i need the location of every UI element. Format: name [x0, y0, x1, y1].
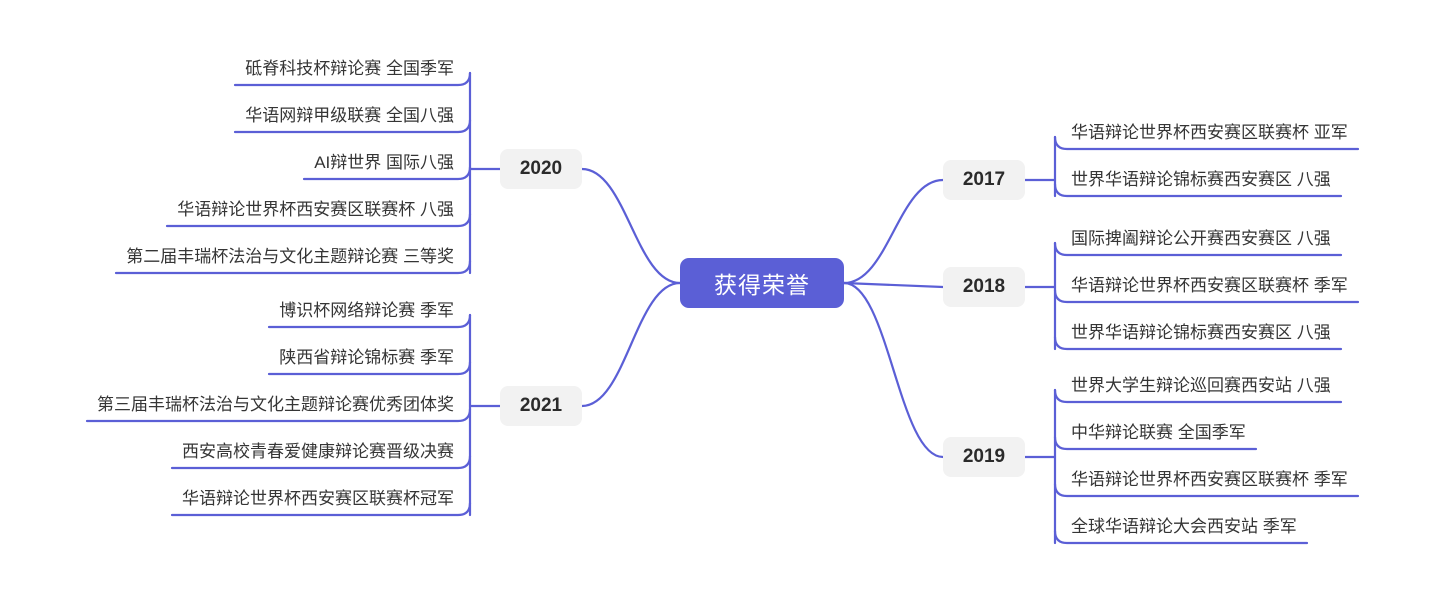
root-node-label: 获得荣誉	[714, 272, 810, 298]
leaf-label[interactable]: 华语辩论世界杯西安赛区联赛杯 季军	[1071, 276, 1348, 295]
root-node[interactable]: 获得荣誉	[680, 258, 844, 308]
connector-root-to-2020	[580, 167, 682, 285]
connector-root-to-2018	[842, 281, 945, 289]
leaf-label[interactable]: 华语网辩甲级联赛 全国八强	[245, 106, 454, 125]
leaf-label[interactable]: 华语辩论世界杯西安赛区联赛杯冠军	[182, 489, 454, 508]
year-badge-label: 2020	[519, 158, 563, 179]
leaf-label[interactable]: 中华辩论联赛 全国季军	[1071, 423, 1246, 442]
leaf-label[interactable]: 全球华语辩论大会西安站 季军	[1071, 517, 1297, 536]
leaf-label[interactable]: 第二届丰瑞杯法治与文化主题辩论赛 三等奖	[126, 247, 454, 266]
leaf-label[interactable]: 华语辩论世界杯西安赛区联赛杯 季军	[1071, 470, 1348, 489]
year-badge-2018[interactable]: 2018	[943, 267, 1025, 307]
connector-root-to-2017	[842, 178, 945, 285]
leaf-label[interactable]: 华语辩论世界杯西安赛区联赛杯 亚军	[1071, 123, 1348, 142]
leaf-label[interactable]: AI辩世界 国际八强	[314, 153, 454, 172]
connector-root-to-2019	[842, 281, 945, 459]
year-badge-label: 2019	[962, 446, 1006, 467]
leaf-label[interactable]: 西安高校青春爱健康辩论赛晋级决赛	[182, 442, 454, 461]
leaf-label[interactable]: 世界华语辩论锦标赛西安赛区 八强	[1071, 170, 1331, 189]
leaf-label[interactable]: 华语辩论世界杯西安赛区联赛杯 八强	[177, 200, 454, 219]
year-badge-label: 2021	[519, 395, 563, 416]
year-badge-2020[interactable]: 2020	[500, 149, 582, 189]
year-badge-2021[interactable]: 2021	[500, 386, 582, 426]
leaf-label[interactable]: 世界大学生辩论巡回赛西安站 八强	[1071, 376, 1331, 395]
year-badge-2019[interactable]: 2019	[943, 437, 1025, 477]
year-badge-2017[interactable]: 2017	[943, 160, 1025, 200]
leaf-label[interactable]: 第三届丰瑞杯法治与文化主题辩论赛优秀团体奖	[97, 395, 454, 414]
leaf-label[interactable]: 博识杯网络辩论赛 季军	[279, 301, 454, 320]
year-badge-label: 2018	[962, 276, 1006, 297]
leaf-label[interactable]: 砥脊科技杯辩论赛 全国季军	[245, 59, 454, 78]
leaf-label[interactable]: 陕西省辩论锦标赛 季军	[279, 348, 454, 367]
leaf-label[interactable]: 世界华语辩论锦标赛西安赛区 八强	[1071, 323, 1331, 342]
leaf-label[interactable]: 国际捭阖辩论公开赛西安赛区 八强	[1071, 229, 1331, 248]
year-badge-label: 2017	[962, 169, 1006, 190]
connector-root-to-2021	[580, 281, 682, 408]
